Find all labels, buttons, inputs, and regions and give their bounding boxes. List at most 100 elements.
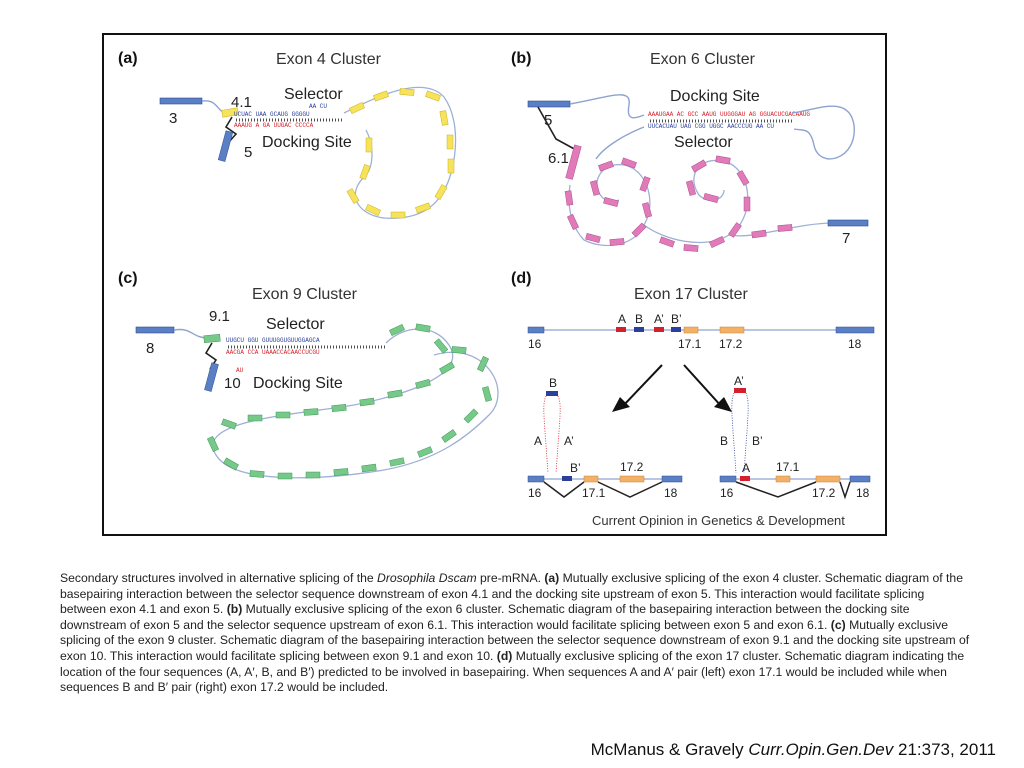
selector-label-c: Selector [266, 316, 325, 333]
caption-text-3: Mutually exclusive splicing of the exon … [60, 571, 963, 617]
figure-diagram: (a) Exon 4 Cluster 3 4.1 5 Selector Dock… [118, 50, 875, 528]
left-B-prime-label: B’ [570, 461, 581, 475]
right-outcome: A’ B B’ A 17.1 16 17.2 18 [719, 374, 871, 500]
exon-17-1-box [683, 326, 699, 334]
caption-marker-c: (c) [830, 617, 846, 632]
marker-B [634, 327, 644, 332]
exon-18-label: 18 [848, 337, 862, 351]
caption-marker-a: (a) [544, 571, 560, 585]
marker-B-label: B [635, 312, 643, 326]
panel-a: (a) Exon 4 Cluster 3 4.1 5 Selector Dock… [118, 50, 457, 219]
exon-4-1-label: 4.1 [231, 94, 252, 111]
docking-label-b: Docking Site [670, 88, 760, 105]
panel-c: (c) Exon 9 Cluster 8 9.1 10 Selector Doc… [118, 270, 499, 480]
exon-17-1-label: 17.1 [678, 337, 702, 351]
citation-journal: Curr.Opin.Gen.Dev [748, 740, 894, 759]
selector-label-b: Selector [674, 134, 733, 151]
seq-top-a: UCUAC UAA GCAUG GGGGU [234, 111, 310, 118]
marker-A-label: A [618, 312, 626, 326]
panel-a-title: Exon 4 Cluster [276, 51, 382, 68]
caption-marker-b: (b) [226, 602, 243, 617]
figure-credit: Current Opinion in Genetics & Developmen… [592, 513, 845, 528]
right-16-label: 16 [720, 486, 734, 500]
exon-10-box [204, 362, 219, 392]
exon-5-box [217, 130, 234, 162]
right-B-prime-label: B’ [752, 434, 763, 448]
left-B-label: B [549, 376, 557, 390]
exon-8-label: 8 [146, 340, 154, 357]
caption-text-2: pre-mRNA. [476, 571, 545, 585]
right-18-label: 18 [856, 486, 870, 500]
right-17-1-label: 17.1 [776, 460, 800, 474]
exon-17-2-label: 17.2 [719, 337, 743, 351]
exon-5-label-b: 5 [544, 112, 552, 129]
seq-top-c: UUGCU GGU GUUUGGUGUUGGAGCA [226, 337, 320, 344]
seq-top-b: AAAUGAA AC GCC AAUG UUGGGAU AG GGUACUCGA… [648, 111, 810, 118]
exon-16-label: 16 [528, 337, 542, 351]
seq-loop-c: AU [236, 367, 244, 374]
panel-d: (d) Exon 17 Cluster 16 A B A’ B’ 17.1 17… [511, 270, 875, 500]
citation-ref: 21:373, 2011 [893, 740, 996, 759]
exon-10-label: 10 [224, 375, 241, 392]
seq-bottom-c: AACGA CCA UAAACCACAACCUCGU [226, 349, 320, 356]
left-17-1-label: 17.1 [582, 486, 606, 500]
caption-text-5: Mutually exclusive splicing of the exon … [60, 617, 970, 663]
exon-7-box [827, 219, 869, 227]
caption-species: Drosophila Dscam [377, 571, 477, 585]
exon-9-1-box [203, 334, 221, 343]
seq-bottom-b: UUCACUAU UAG CGG UGGC AACCCUG AA CU [648, 123, 774, 130]
exon-18-box [835, 326, 875, 334]
panel-c-title: Exon 9 Cluster [252, 286, 358, 303]
exon-5-box-b [527, 100, 571, 108]
caption-marker-d: (d) [496, 648, 513, 663]
exon-3-label: 3 [169, 110, 177, 127]
citation: McManus & Gravely Curr.Opin.Gen.Dev 21:3… [591, 740, 996, 760]
caption-text-4: Mutually exclusive splicing of the exon … [60, 602, 910, 632]
arrow-right-shaft [683, 364, 723, 408]
left-18-label: 18 [664, 486, 678, 500]
right-17-2-label: 17.2 [812, 486, 836, 500]
panel-c-letter: (c) [118, 270, 138, 287]
marker-A-prime-label: A’ [654, 312, 664, 326]
exon-6-1-box [565, 144, 582, 180]
panel-b-title: Exon 6 Cluster [650, 51, 756, 68]
selector-label-a: Selector [284, 86, 343, 103]
caption-text-6: Mutually exclusive splicing of the exon … [60, 648, 965, 695]
exon-4-1-box [221, 107, 239, 118]
caption-text-1: Secondary structures involved in alterna… [60, 571, 378, 585]
panel-a-letter: (a) [118, 50, 138, 67]
seq-loop-a: AA CU [309, 103, 327, 110]
panel-d-letter: (d) [511, 270, 531, 287]
panel-b: (b) Exon 6 Cluster 5 Docking Site Select… [511, 50, 869, 252]
pink-exon-chain [564, 155, 835, 252]
panel-d-title: Exon 17 Cluster [634, 286, 749, 303]
left-outcome: B A A’ B’ 17.2 16 17.1 18 [527, 376, 683, 500]
yellow-exon-chain [343, 86, 457, 219]
green-exon-chain [206, 323, 499, 480]
citation-authors: McManus & Gravely [590, 740, 749, 759]
marker-B-prime [671, 327, 681, 332]
arrow-left-head [612, 397, 630, 412]
right-A-label: A [742, 461, 750, 475]
marker-B-prime-label: B’ [671, 312, 682, 326]
seq-bottom-a: AAAUG A GA UUGAC CCCCA [234, 122, 314, 129]
left-16-label: 16 [528, 486, 542, 500]
exon-3-box [159, 97, 203, 105]
right-B-label: B [720, 434, 728, 448]
left-A-prime-label: A’ [564, 434, 574, 448]
right-A-prime-label: A’ [734, 374, 744, 388]
left-17-2-label: 17.2 [620, 460, 644, 474]
figure-caption: Secondary structures involved in alterna… [60, 571, 970, 696]
exon-6-1-label: 6.1 [548, 150, 569, 167]
exon-17-2-box [719, 326, 745, 334]
docking-label-c: Docking Site [253, 375, 343, 392]
exon-7-label: 7 [842, 230, 850, 247]
figure-frame: (a) Exon 4 Cluster 3 4.1 5 Selector Dock… [102, 33, 887, 536]
arrow-right-head [714, 397, 732, 412]
docking-label-a: Docking Site [262, 134, 352, 151]
exon-8-box [135, 326, 175, 334]
panel-b-letter: (b) [511, 50, 531, 67]
arrow-left-shaft [621, 364, 663, 408]
marker-A-prime [654, 327, 664, 332]
left-A-label: A [534, 434, 542, 448]
